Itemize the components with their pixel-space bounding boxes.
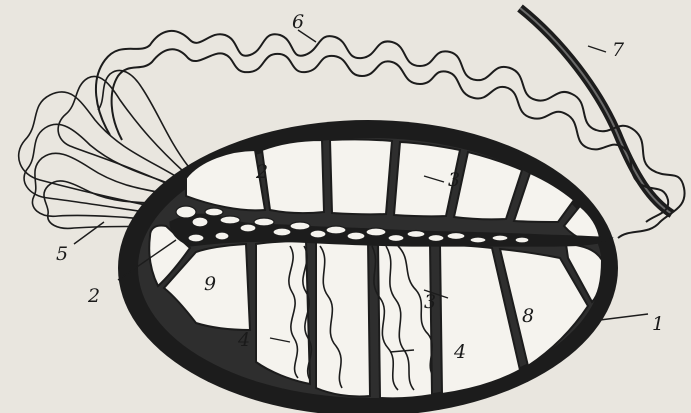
label-5: 5 (56, 243, 68, 265)
label-3-upper: 3 (448, 169, 460, 191)
label-9: 9 (204, 273, 216, 295)
label-4-right: 4 (453, 341, 466, 363)
label-1: 1 (652, 313, 664, 335)
label-8: 8 (522, 305, 534, 327)
label-2-lobule: 2 (255, 161, 268, 183)
label-3-lower: 3 (424, 291, 436, 313)
label-7: 7 (612, 39, 625, 61)
label-6: 6 (292, 11, 304, 33)
label-2-mediastinum: 2 (87, 285, 100, 307)
label-4-left: 4 (237, 329, 250, 351)
